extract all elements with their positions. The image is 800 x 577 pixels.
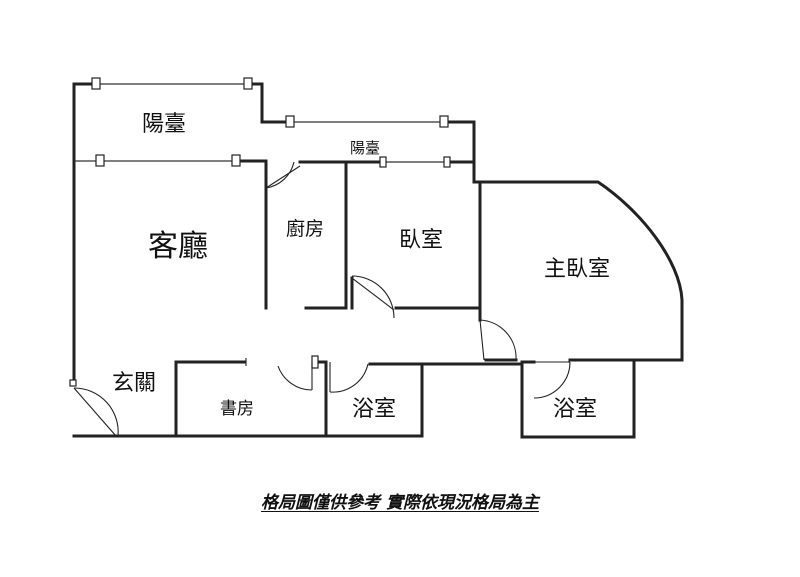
door-master-bath-arc — [533, 361, 571, 399]
room-label-living-room: 客廳 — [148, 229, 208, 264]
wall-bath — [324, 362, 424, 438]
door-bedroom-arc — [351, 275, 395, 319]
door-kitchen-arc — [265, 161, 295, 189]
room-label-entrance: 玄關 — [112, 371, 156, 396]
door-master — [479, 319, 485, 361]
post — [95, 154, 105, 167]
door-entrance-arc — [73, 387, 119, 437]
post — [285, 115, 295, 128]
room-label-study: 書房 — [220, 399, 254, 419]
room-label-master-bedroom: 主臥室 — [544, 257, 610, 282]
post — [443, 156, 451, 168]
room-label-bathroom: 浴室 — [352, 397, 396, 422]
room-label-bedroom: 臥室 — [399, 228, 443, 253]
post — [311, 355, 319, 369]
doors — [73, 161, 571, 437]
disclaimer-caption: 格局圖僅供參考 實際依現況格局為主 — [0, 488, 800, 513]
wall-study — [174, 360, 328, 438]
room-label-balcony-small: 陽臺 — [350, 139, 380, 157]
posts — [69, 77, 451, 387]
disclaimer-text: 格局圖僅供參考 實際依現況格局為主 — [261, 493, 539, 513]
door-kitchen — [265, 165, 301, 189]
post — [231, 154, 241, 167]
room-label-kitchen: 廚房 — [286, 217, 324, 240]
door-bedroom — [351, 277, 395, 311]
wall-balcony-right — [442, 120, 476, 184]
door-entrance — [73, 387, 117, 437]
post — [69, 379, 77, 387]
door-study-arc — [277, 365, 313, 391]
room-label-master-bathroom: 浴室 — [553, 397, 597, 422]
wall-master-bath — [520, 358, 636, 439]
wall-kitchen-right — [304, 160, 348, 310]
room-labels: 陽臺 陽臺 客廳 廚房 臥室 主臥室 玄關 書房 浴室 浴室 — [112, 112, 610, 422]
wall-left — [72, 82, 98, 385]
door-master-arc — [479, 319, 517, 361]
post — [243, 77, 253, 90]
door-bath-arc — [329, 363, 369, 393]
post — [379, 156, 387, 168]
post — [439, 115, 449, 128]
wall-living-top — [234, 159, 268, 190]
wall-master-outer — [472, 180, 684, 362]
room-label-balcony-top: 陽臺 — [142, 112, 186, 137]
post — [91, 77, 101, 90]
wall-balcony-step — [246, 82, 292, 124]
